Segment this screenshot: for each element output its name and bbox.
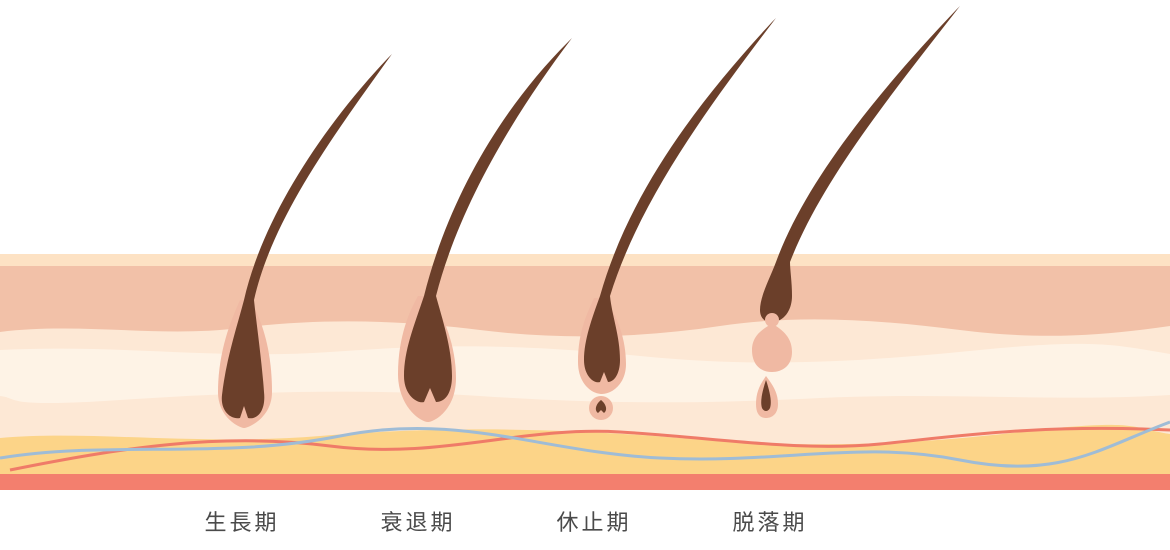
stage-label-telogen: 休止期 <box>556 511 632 536</box>
exogen-hair <box>752 6 960 418</box>
stage-label-exogen: 脱落期 <box>732 511 808 536</box>
artery-vessel <box>9 426 1170 472</box>
telogen-hair <box>578 18 776 420</box>
anagen-hair <box>218 54 392 428</box>
stage-label-anagen: 生長期 <box>204 511 280 536</box>
follicle-bulb-remnant <box>765 313 779 327</box>
hair-shaft <box>584 18 776 383</box>
new-hair-bud <box>595 400 607 413</box>
shedding-hair-shaft <box>760 6 960 323</box>
stage-label-catagen: 衰退期 <box>380 511 456 536</box>
base-layer <box>0 474 1170 490</box>
hair-shaft <box>404 38 572 403</box>
vein-vessel <box>0 420 1170 468</box>
new-hair-bud <box>761 380 771 411</box>
hair-shaft <box>221 54 392 419</box>
catagen-hair <box>398 38 572 422</box>
follicle-sheath <box>752 326 792 372</box>
